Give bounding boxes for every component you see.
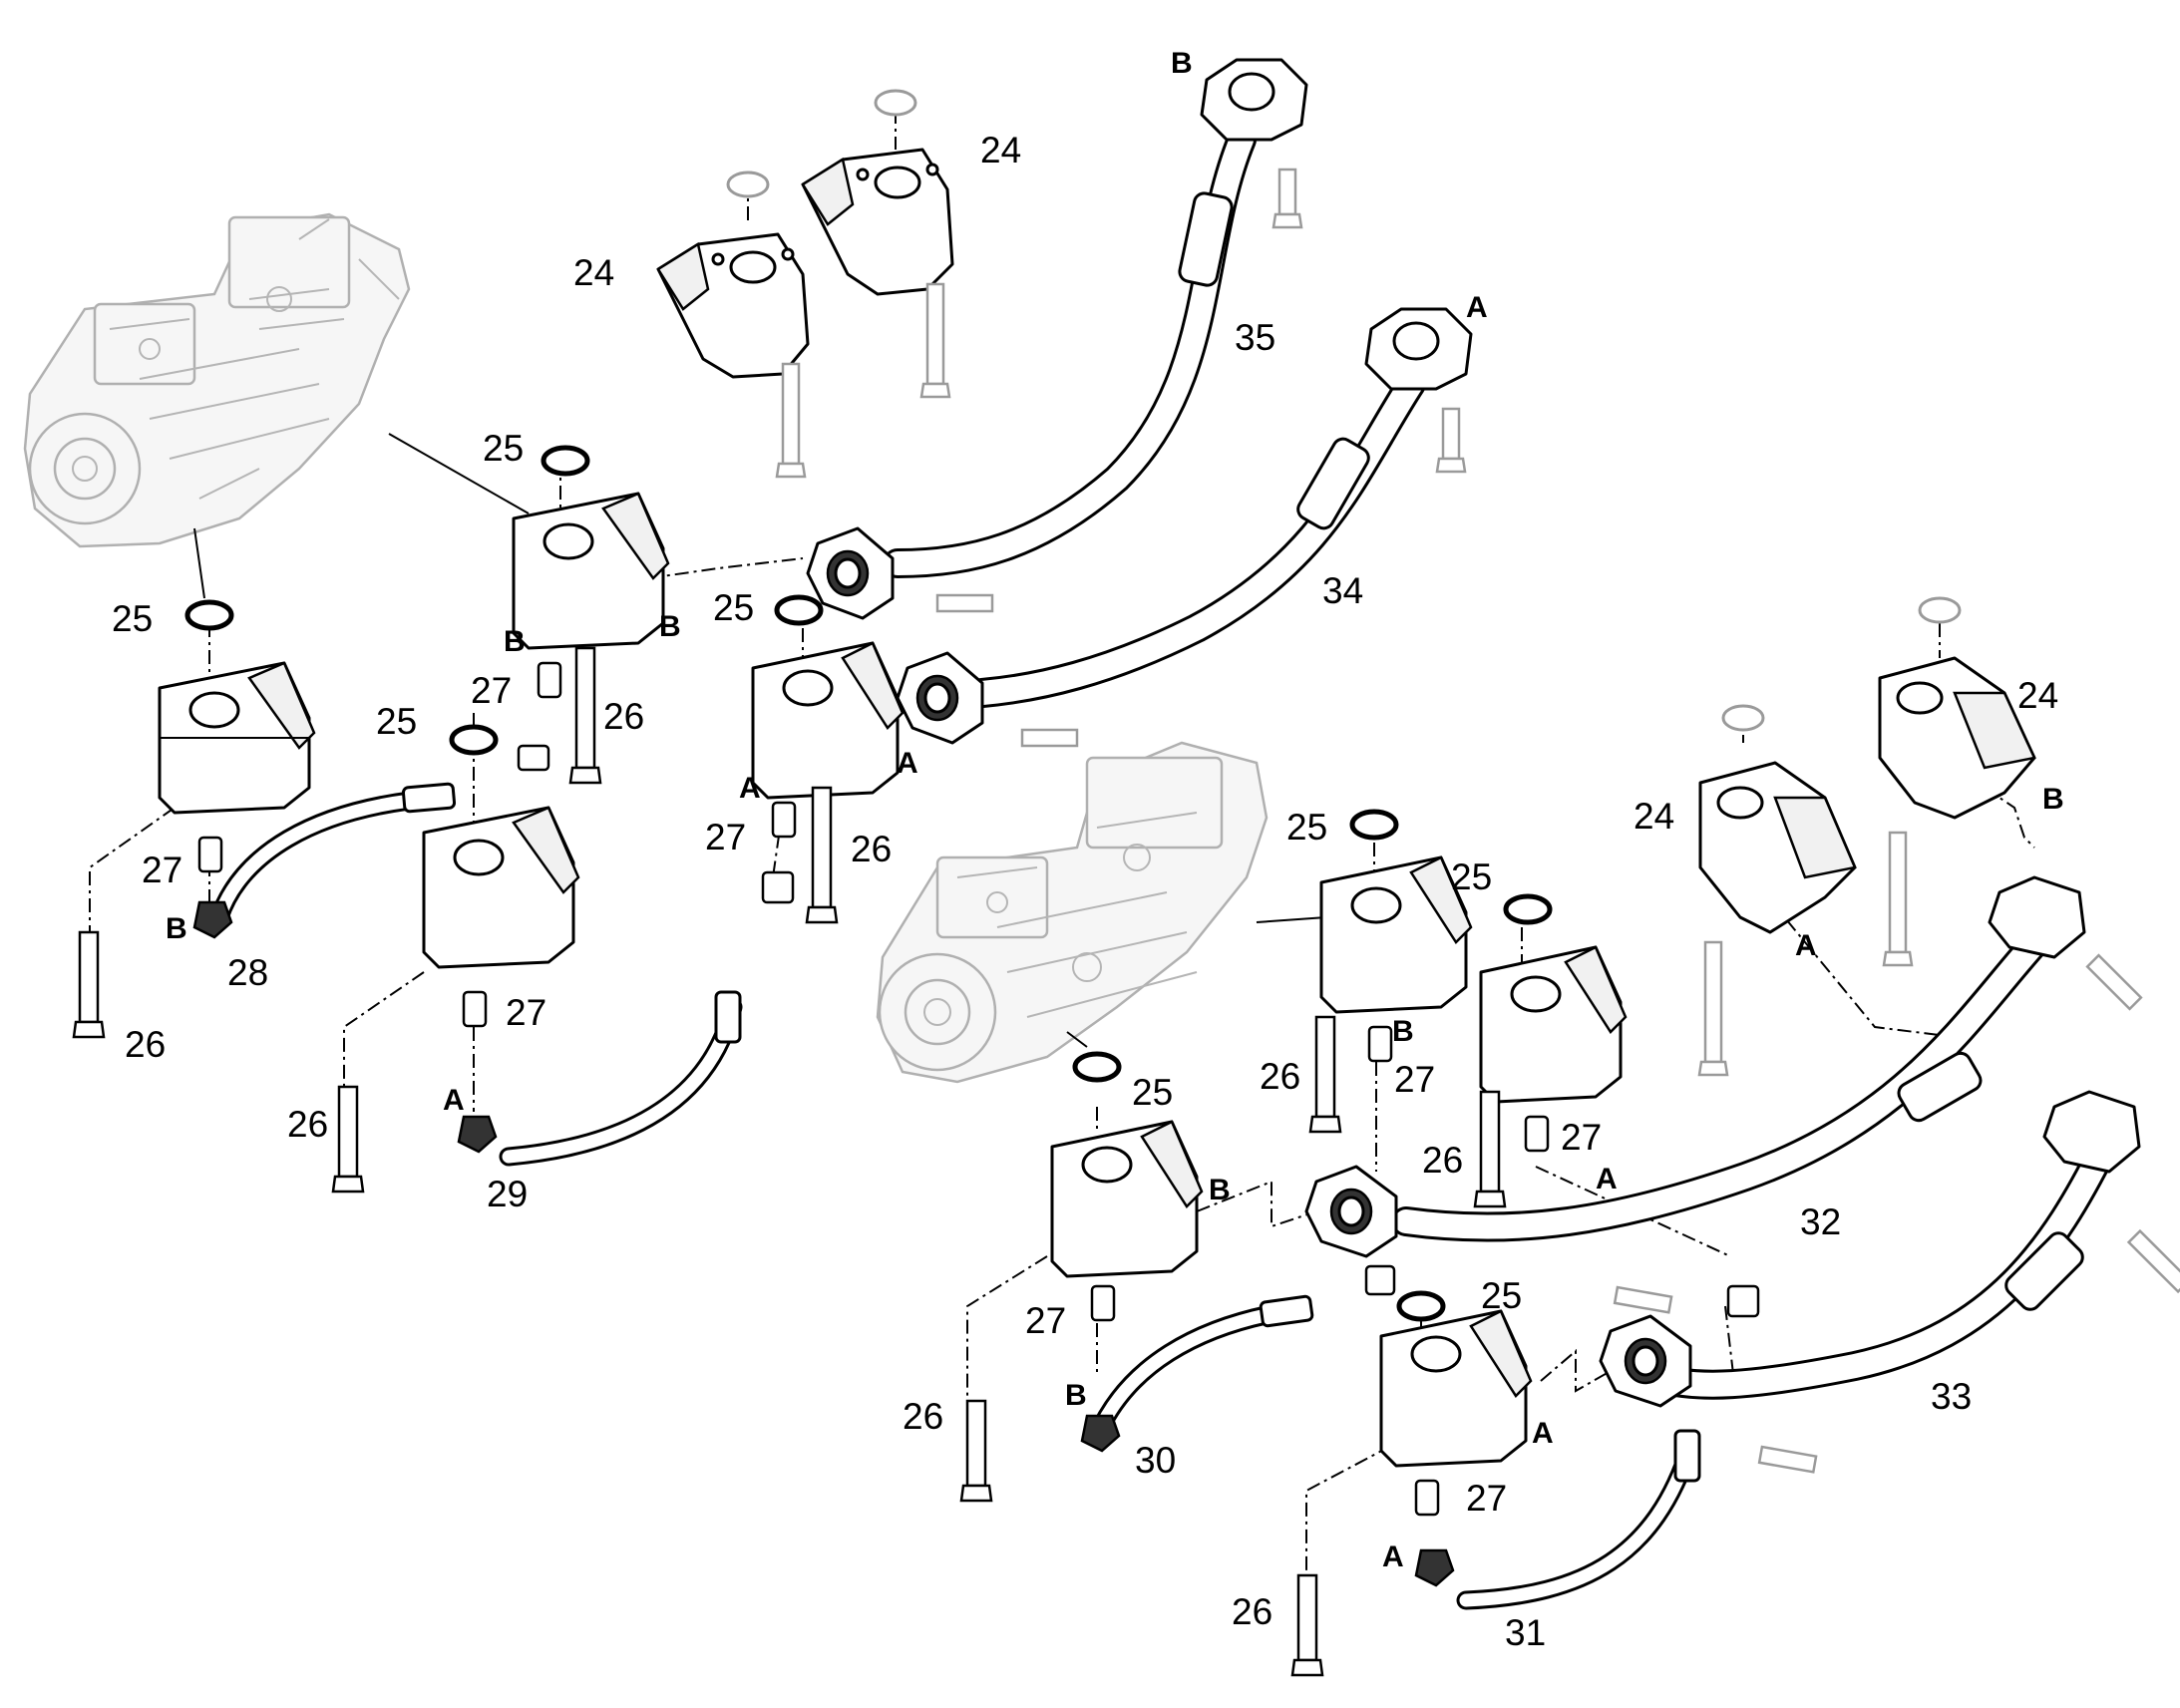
callout-24: 24 bbox=[573, 252, 614, 293]
fittings bbox=[192, 661, 1760, 1587]
flange-block-25-topleft bbox=[512, 492, 670, 650]
port-labels: B A B B A A B A B A B A B B A A bbox=[166, 47, 2064, 1573]
callout-26: 26 bbox=[125, 1024, 166, 1065]
port-label-b: B bbox=[1065, 1379, 1087, 1412]
callout-27: 27 bbox=[1466, 1478, 1507, 1519]
port-label-b: B bbox=[1171, 47, 1193, 80]
angle-block-24-b bbox=[801, 148, 954, 296]
callout-25: 25 bbox=[1481, 1275, 1522, 1316]
callout-26: 26 bbox=[903, 1396, 943, 1437]
hose-flanges bbox=[806, 58, 2141, 1408]
port-label-b: B bbox=[166, 912, 187, 945]
pump-assembly-upper bbox=[23, 212, 411, 548]
flange-block-25-left bbox=[158, 661, 316, 815]
o-rings bbox=[184, 89, 1962, 1322]
callout-25: 25 bbox=[483, 428, 524, 469]
hose-33 bbox=[1635, 1132, 2119, 1400]
hose-28 bbox=[209, 782, 457, 927]
callout-24: 24 bbox=[1634, 796, 1674, 837]
port-label-a: A bbox=[897, 747, 918, 780]
callout-27: 27 bbox=[1561, 1117, 1602, 1158]
callout-25: 25 bbox=[713, 587, 754, 628]
port-label-a: A bbox=[1532, 1417, 1554, 1450]
callout-27: 27 bbox=[471, 670, 512, 711]
callout-26: 26 bbox=[287, 1104, 328, 1145]
port-label-b: B bbox=[504, 625, 526, 658]
part-callouts: 24 24 24 24 25 25 25 25 25 25 25 25 26 2… bbox=[112, 130, 2058, 1653]
flange-block-25-right2 bbox=[1479, 945, 1628, 1104]
callout-26: 26 bbox=[1260, 1056, 1300, 1097]
hose-34 bbox=[967, 369, 1426, 708]
callout-26: 26 bbox=[603, 696, 644, 737]
hose-29 bbox=[499, 990, 743, 1167]
callout-25: 25 bbox=[376, 701, 417, 742]
angle-block-24-c bbox=[1698, 761, 1857, 934]
angle-block-24-a bbox=[656, 232, 810, 379]
pump-assembly-lower bbox=[876, 741, 1269, 1084]
callout-32: 32 bbox=[1800, 1201, 1841, 1242]
callout-26: 26 bbox=[851, 829, 892, 869]
callout-29: 29 bbox=[487, 1174, 528, 1214]
callout-27: 27 bbox=[1394, 1059, 1435, 1100]
callout-34: 34 bbox=[1322, 570, 1363, 611]
port-label-a: A bbox=[443, 1084, 465, 1117]
angle-block-24-d bbox=[1878, 656, 2036, 820]
flange-block-25-center bbox=[751, 641, 905, 800]
port-label-b: B bbox=[1392, 1015, 1414, 1048]
callout-25: 25 bbox=[112, 598, 153, 639]
flange-block-25-lowleft bbox=[1050, 1120, 1204, 1278]
port-label-b: B bbox=[2042, 783, 2064, 816]
callout-25: 25 bbox=[1286, 807, 1327, 848]
callout-24: 24 bbox=[2017, 675, 2058, 716]
flange-block-25-lowright bbox=[1379, 1309, 1533, 1468]
hose-32 bbox=[1391, 917, 2059, 1242]
port-label-b: B bbox=[1209, 1174, 1231, 1206]
callout-25: 25 bbox=[1132, 1072, 1173, 1113]
hose-31 bbox=[1456, 1429, 1701, 1610]
callout-27: 27 bbox=[1025, 1300, 1066, 1341]
port-label-a: A bbox=[1596, 1163, 1618, 1196]
callout-31: 31 bbox=[1505, 1612, 1546, 1653]
hose-30 bbox=[1087, 1294, 1314, 1446]
callout-35: 35 bbox=[1235, 317, 1275, 358]
callout-26: 26 bbox=[1422, 1140, 1463, 1181]
flange-block-25-right1 bbox=[1319, 855, 1473, 1014]
bolts bbox=[72, 168, 2180, 1677]
port-label-a: A bbox=[1795, 929, 1817, 962]
callout-27: 27 bbox=[142, 850, 182, 890]
callout-27: 27 bbox=[705, 817, 746, 857]
callout-26: 26 bbox=[1232, 1591, 1272, 1632]
flange-block-25-midleft bbox=[422, 806, 580, 969]
callout-33: 33 bbox=[1931, 1376, 1972, 1417]
port-label-a: A bbox=[1466, 291, 1488, 324]
callout-25: 25 bbox=[1451, 856, 1492, 897]
hose-35 bbox=[883, 125, 1257, 578]
callout-30: 30 bbox=[1135, 1440, 1176, 1481]
callout-24: 24 bbox=[980, 130, 1021, 171]
port-label-b: B bbox=[659, 610, 681, 643]
callout-28: 28 bbox=[227, 952, 268, 993]
callout-27: 27 bbox=[506, 992, 546, 1033]
port-label-a: A bbox=[739, 772, 761, 805]
port-label-a: A bbox=[1382, 1540, 1404, 1573]
